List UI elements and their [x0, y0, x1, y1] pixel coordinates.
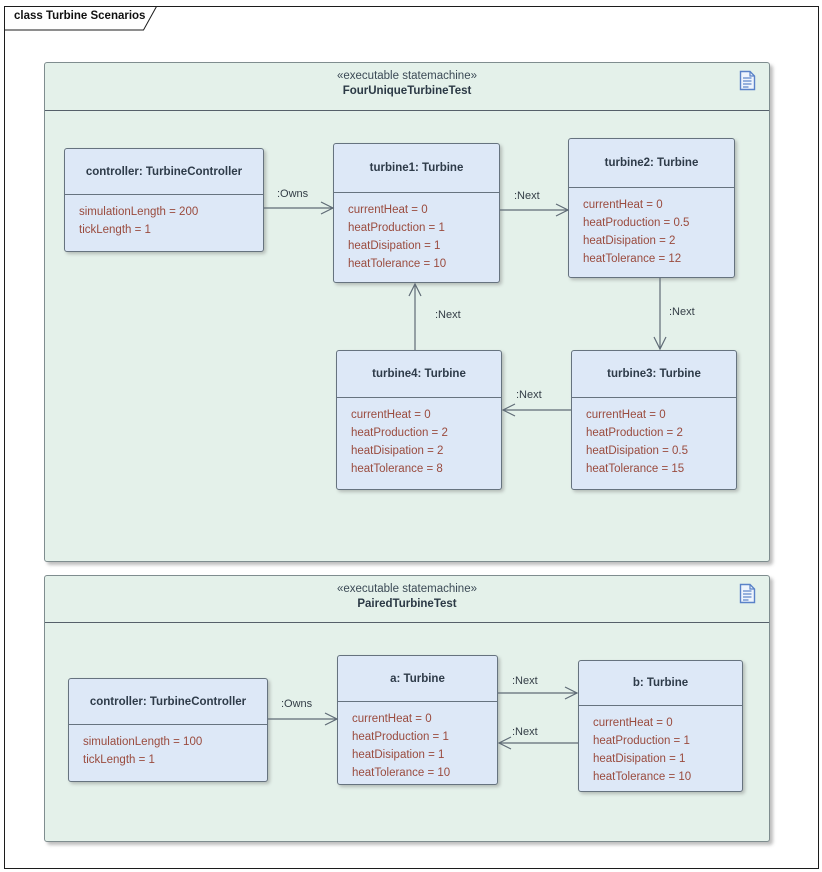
frame-header: «executable statemachine» FourUniqueTurb…	[45, 63, 769, 111]
attribute: tickLength = 1	[83, 754, 155, 766]
attribute: currentHeat = 0	[586, 409, 666, 421]
frame-name: FourUniqueTurbineTest	[342, 85, 472, 97]
connector-label-next: :Next	[435, 309, 461, 321]
document-icon	[739, 583, 756, 604]
connector-label-owns: :Owns	[281, 698, 313, 710]
object-name: turbine3: Turbine	[572, 351, 736, 398]
connector-label-next: :Next	[514, 190, 540, 202]
object-turbine3[interactable]: turbine3: Turbine currentHeat = 0 heatPr…	[571, 350, 737, 490]
object-controller-paired[interactable]: controller: TurbineController simulation…	[68, 678, 268, 782]
attribute: heatProduction = 1	[593, 735, 690, 747]
object-attributes: simulationLength = 100 tickLength = 1	[69, 725, 267, 769]
diagram-title-tab: class Turbine Scenarios	[4, 6, 164, 31]
frame-stereotype: «executable statemachine»	[336, 70, 477, 82]
attribute: heatProduction = 0.5	[583, 217, 690, 229]
attribute: heatTolerance = 8	[351, 463, 443, 475]
object-name: b: Turbine	[579, 661, 742, 706]
title-tab-shape	[4, 6, 158, 31]
attribute: heatTolerance = 15	[586, 463, 685, 475]
object-controller-four[interactable]: controller: TurbineController simulation…	[64, 148, 264, 252]
attribute: heatDisipation = 2	[351, 445, 444, 457]
attribute: heatTolerance = 10	[352, 767, 451, 779]
connector-label-next: :Next	[669, 306, 695, 318]
attribute: heatProduction = 2	[586, 427, 683, 439]
document-icon	[739, 70, 756, 91]
connector-label-next: :Next	[516, 389, 542, 401]
attribute: heatProduction = 1	[352, 731, 449, 743]
frame-stereotype: «executable statemachine»	[336, 583, 477, 595]
attribute: heatDisipation = 0.5	[586, 445, 688, 457]
object-attributes: currentHeat = 0 heatProduction = 2 heatD…	[337, 398, 501, 478]
attribute: currentHeat = 0	[348, 204, 428, 216]
object-name: turbine4: Turbine	[337, 351, 501, 398]
attribute: tickLength = 1	[79, 224, 151, 236]
attribute: heatDisipation = 1	[593, 753, 686, 765]
connector-label-owns: :Owns	[277, 188, 309, 200]
diagram-title: class Turbine Scenarios	[14, 10, 146, 22]
object-attributes: currentHeat = 0 heatProduction = 2 heatD…	[572, 398, 736, 478]
attribute: currentHeat = 0	[351, 409, 431, 421]
object-attributes: currentHeat = 0 heatProduction = 1 heatD…	[338, 702, 497, 782]
object-turbine1[interactable]: turbine1: Turbine currentHeat = 0 heatPr…	[333, 143, 500, 283]
object-turbine4[interactable]: turbine4: Turbine currentHeat = 0 heatPr…	[336, 350, 502, 490]
attribute: heatDisipation = 1	[352, 749, 445, 761]
object-attributes: currentHeat = 0 heatProduction = 1 heatD…	[334, 193, 499, 273]
object-turbine2[interactable]: turbine2: Turbine currentHeat = 0 heatPr…	[568, 138, 735, 278]
attribute: currentHeat = 0	[352, 713, 432, 725]
object-name: turbine1: Turbine	[334, 144, 499, 193]
attribute: heatDisipation = 1	[348, 240, 441, 252]
connector-label-next: :Next	[512, 726, 538, 738]
object-attributes: simulationLength = 200 tickLength = 1	[65, 195, 263, 239]
frame-header: «executable statemachine» PairedTurbineT…	[45, 576, 769, 623]
attribute: heatTolerance = 10	[348, 258, 447, 270]
object-b-turbine[interactable]: b: Turbine currentHeat = 0 heatProductio…	[578, 660, 743, 792]
connector-label-next: :Next	[512, 675, 538, 687]
attribute: currentHeat = 0	[593, 717, 673, 729]
attribute: heatTolerance = 12	[583, 253, 682, 265]
object-attributes: currentHeat = 0 heatProduction = 0.5 hea…	[569, 188, 734, 268]
object-name: a: Turbine	[338, 656, 497, 702]
attribute: heatDisipation = 2	[583, 235, 676, 247]
object-a-turbine[interactable]: a: Turbine currentHeat = 0 heatProductio…	[337, 655, 498, 785]
object-name: turbine2: Turbine	[569, 139, 734, 188]
attribute: heatProduction = 2	[351, 427, 448, 439]
attribute: simulationLength = 200	[79, 206, 199, 218]
object-attributes: currentHeat = 0 heatProduction = 1 heatD…	[579, 706, 742, 786]
attribute: currentHeat = 0	[583, 199, 663, 211]
object-name: controller: TurbineController	[69, 679, 267, 725]
attribute: heatProduction = 1	[348, 222, 445, 234]
frame-name: PairedTurbineTest	[357, 598, 457, 610]
object-name: controller: TurbineController	[65, 149, 263, 195]
attribute: heatTolerance = 10	[593, 771, 692, 783]
attribute: simulationLength = 100	[83, 736, 203, 748]
